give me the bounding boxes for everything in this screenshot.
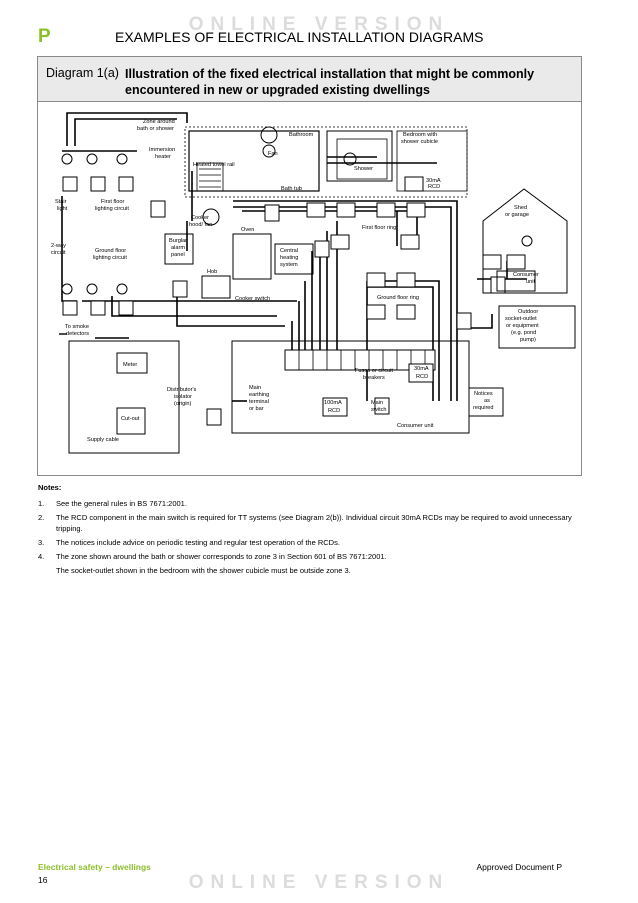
label-oven: Oven xyxy=(241,227,254,233)
label-as: as xyxy=(484,398,490,404)
label-breakers: breakers xyxy=(363,375,385,381)
diagram-label: Diagram 1(a) xyxy=(46,66,119,80)
label-system: system xyxy=(280,262,298,268)
label-cooker: Cooker xyxy=(191,215,209,221)
label-bath-or-shower: bath or shower xyxy=(137,126,174,132)
notes-section: Notes: 1.See the general rules in BS 767… xyxy=(38,482,598,579)
label-pump: pump) xyxy=(520,337,536,343)
note-item: The socket-outlet shown in the bedroom w… xyxy=(56,566,351,575)
diagram-header: Diagram 1(a) Illustration of the fixed e… xyxy=(38,57,581,102)
label-eg-pond: (e.g. pond xyxy=(511,330,536,336)
label-distributors: Distributor's xyxy=(167,387,197,393)
footer-page-number: 16 xyxy=(38,875,48,885)
label-rcd30-c: 30mA xyxy=(414,366,429,372)
footer-section-title: Electrical safety – dwellings xyxy=(38,862,151,872)
diagram-title: Illustration of the fixed electrical ins… xyxy=(125,67,535,97)
label-origin: (origin) xyxy=(174,401,192,407)
installation-diagram: Zone around bath or shower Immersion hea… xyxy=(51,112,576,454)
label-or-bar: or bar xyxy=(249,406,264,412)
notes-heading: Notes: xyxy=(38,483,62,492)
label-earthing: earthing xyxy=(249,392,269,398)
note-item: 3.The notices include advice on periodic… xyxy=(38,538,340,547)
label-heater: heater xyxy=(155,154,171,160)
label-first-floor-ring: First floor ring xyxy=(362,225,396,231)
label-consumer: Consumer xyxy=(513,272,539,278)
label-meter: Meter xyxy=(123,362,137,368)
label-detectors: detectors xyxy=(66,331,89,337)
label-heating: heating xyxy=(280,255,298,261)
label-terminal: terminal xyxy=(249,399,269,405)
label-rcd30-a: 30mA xyxy=(426,178,441,184)
label-light: light xyxy=(57,206,68,212)
page-title: EXAMPLES OF ELECTRICAL INSTALLATION DIAG… xyxy=(115,29,484,45)
label-cooker-switch: Cooker switch xyxy=(235,296,270,302)
label-fuses-or-circuit: Fuses or circuit xyxy=(355,368,393,374)
label-shower: Shower xyxy=(354,166,373,172)
label-notices: Notices xyxy=(474,391,493,397)
label-required: required xyxy=(473,405,494,411)
label-ground-floor-ring: Ground floor ring xyxy=(377,295,419,301)
note-item: 4.The zone shown around the bath or show… xyxy=(38,552,387,561)
part-letter: P xyxy=(38,26,51,47)
label-supply-cable: Supply cable xyxy=(87,437,119,443)
label-unit: unit xyxy=(526,279,535,285)
label-panel: panel xyxy=(171,252,185,258)
label-first-floor: First floor xyxy=(101,199,124,205)
label-hood-fan: hood/ fan xyxy=(189,222,212,228)
label-shed: Shed xyxy=(514,205,527,211)
label-bath-tub: Bath tub xyxy=(281,186,302,192)
label-burglar: Burglar xyxy=(169,238,187,244)
label-zone-around: Zone around xyxy=(143,119,175,125)
label-bathroom: Bathroom xyxy=(289,132,314,138)
footer-document-name: Approved Document P xyxy=(476,862,562,872)
label-lighting-circuit-2: lighting circuit xyxy=(93,255,127,261)
label-to-smoke: To smoke xyxy=(65,324,89,330)
label-ground-floor: Ground floor xyxy=(95,248,126,254)
label-immersion: Immersion xyxy=(149,147,175,153)
label-heated-towel-rail: Heated towel rail xyxy=(193,162,235,168)
label-switch: switch xyxy=(371,407,387,413)
label-main-2: Main xyxy=(371,400,383,406)
label-main-1: Main xyxy=(249,385,261,391)
label-or-equipment: or equipment xyxy=(506,323,539,329)
label-stair: Stair xyxy=(55,199,67,205)
label-shower-cubicle: shower cubicle xyxy=(401,139,438,145)
label-rcd30-b: RCD xyxy=(428,184,440,190)
label-circuit: circuit xyxy=(51,250,66,256)
label-or-garage: or garage xyxy=(505,212,529,218)
watermark-bottom: ONLINE VERSION xyxy=(188,872,450,893)
label-cut-out: Cut-out xyxy=(121,416,140,422)
label-lighting-circuit-1: lighting circuit xyxy=(95,206,129,212)
label-hob: Hob xyxy=(207,269,217,275)
label-two-way: 2-way xyxy=(51,243,66,249)
label-consumer-unit: Consumer unit xyxy=(397,423,434,429)
label-socket-outlet: socket-outlet xyxy=(505,316,537,322)
note-item: 2.The RCD component in the main switch i… xyxy=(38,513,572,533)
label-rcd100-a: 100mA xyxy=(324,400,342,406)
watermark-top: ONLINE VERSION xyxy=(188,14,450,35)
label-outdoor: Outdoor xyxy=(518,309,538,315)
label-alarm: alarm xyxy=(171,245,185,251)
label-rcd30-d: RCD xyxy=(416,374,428,380)
label-fan: Fan xyxy=(268,151,278,157)
label-bedroom-with: Bedroom with xyxy=(403,132,437,138)
label-isolator: isolator xyxy=(174,394,192,400)
note-item: 1.See the general rules in BS 7671:2001. xyxy=(38,499,187,508)
label-central: Central xyxy=(280,248,298,254)
label-rcd100-b: RCD xyxy=(328,408,340,414)
